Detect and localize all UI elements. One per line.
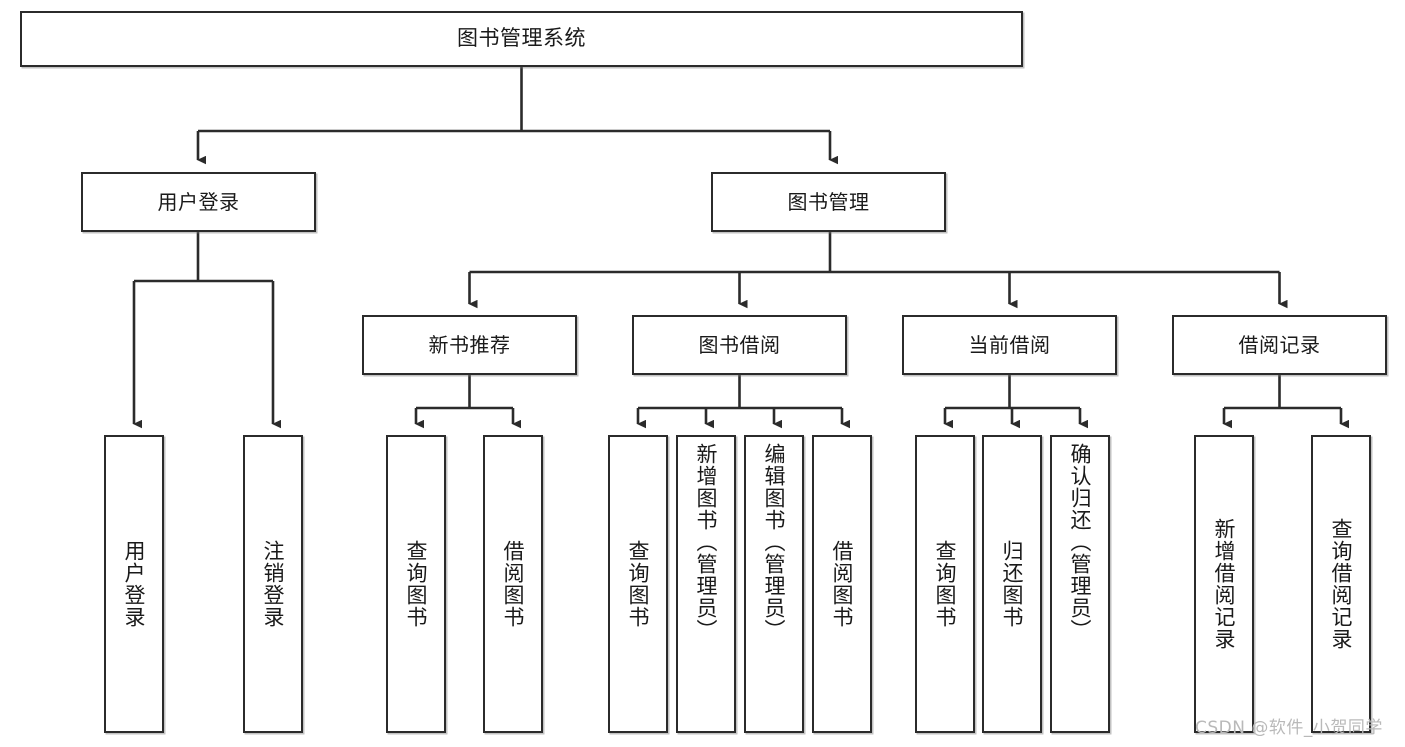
node-leaf-add-borrow-record[interactable]: 新增借阅记录 [1194,435,1254,733]
node-label: 借阅图书 [501,540,526,628]
node-leaf-query-book-current[interactable]: 查询图书 [915,435,975,733]
node-label: 用户登录 [157,189,240,214]
node-label: 查询图书 [404,540,429,628]
node-label: 新增图书（管理员） [694,443,719,641]
node-new-book-recommend[interactable]: 新书推荐 [362,315,577,375]
node-label: 借阅图书 [830,540,855,628]
node-current-borrow[interactable]: 当前借阅 [902,315,1117,375]
node-leaf-user-login[interactable]: 用户登录 [104,435,164,733]
node-label: 图书借阅 [698,332,781,357]
watermark-text: CSDN @软件_小贺同学 [1195,718,1383,738]
node-leaf-query-book-recommend[interactable]: 查询图书 [386,435,446,733]
node-leaf-return-book[interactable]: 归还图书 [982,435,1042,733]
node-label: 借阅记录 [1238,332,1321,357]
node-user-login[interactable]: 用户登录 [81,172,316,232]
node-label: 注销登录 [261,540,286,628]
node-label: 当前借阅 [968,332,1051,357]
node-label: 新书推荐 [428,332,511,357]
node-label: 新增借阅记录 [1212,518,1237,650]
node-leaf-borrow-book[interactable]: 借阅图书 [812,435,872,733]
node-label: 查询借阅记录 [1329,518,1354,650]
node-label: 查询图书 [933,540,958,628]
node-leaf-add-book[interactable]: 新增图书（管理员） [676,435,736,733]
node-leaf-edit-book[interactable]: 编辑图书（管理员） [744,435,804,733]
node-root-system[interactable]: 图书管理系统 [20,11,1023,67]
node-label: 编辑图书（管理员） [762,443,787,641]
node-label: 查询图书 [626,540,651,628]
node-leaf-logout-login[interactable]: 注销登录 [243,435,303,733]
node-book-management[interactable]: 图书管理 [711,172,946,232]
node-leaf-query-book-borrow[interactable]: 查询图书 [608,435,668,733]
node-leaf-confirm-return[interactable]: 确认归还（管理员） [1050,435,1110,733]
node-label: 用户登录 [122,540,147,628]
node-label: 图书管理系统 [457,26,586,51]
node-leaf-borrow-book-recommend[interactable]: 借阅图书 [483,435,543,733]
node-label: 图书管理 [787,189,870,214]
node-leaf-query-borrow-record[interactable]: 查询借阅记录 [1311,435,1371,733]
node-book-borrow[interactable]: 图书借阅 [632,315,847,375]
node-label: 确认归还（管理员） [1068,443,1093,641]
node-borrow-record[interactable]: 借阅记录 [1172,315,1387,375]
node-label: 归还图书 [1000,540,1025,628]
